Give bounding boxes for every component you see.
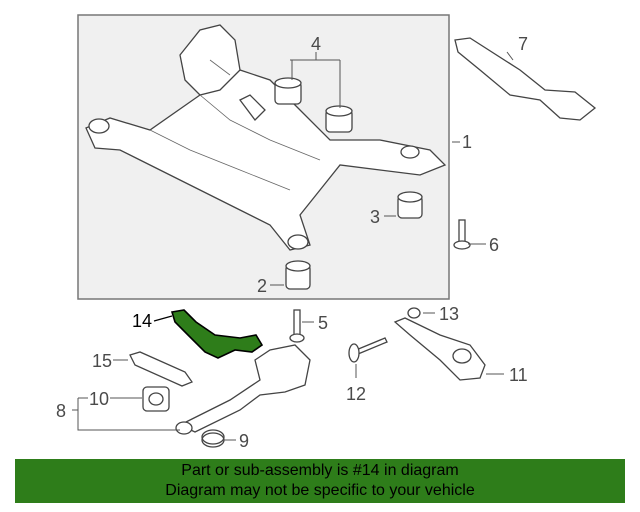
leader-lines (72, 51, 514, 441)
callout-10: 10 (89, 389, 109, 409)
callout-9: 9 (239, 431, 249, 451)
bushing-2 (285, 260, 311, 290)
banner-line-1: Part or sub-assembly is #14 in diagram (181, 462, 459, 479)
callout-6: 6 (489, 235, 499, 255)
leader-14 (153, 315, 173, 322)
bolt-5 (289, 309, 305, 343)
callout-14: 14 (132, 311, 152, 331)
knuckle-8 (178, 344, 311, 433)
link-15 (129, 351, 194, 387)
bolt-12 (348, 337, 388, 363)
bushing-4b (325, 105, 353, 133)
callout-3: 3 (370, 207, 380, 227)
washer-13 (407, 307, 421, 319)
parts-diagram: 1 2 3 4 5 6 7 8 9 10 11 12 13 14 15 (56, 14, 597, 451)
lower-arm-11 (393, 317, 486, 381)
callout-13: 13 (439, 304, 459, 324)
callout-11: 11 (509, 365, 528, 385)
info-banner: Part or sub-assembly is #14 in diagram D… (15, 459, 625, 503)
bushing-3 (397, 191, 423, 219)
banner-line-2: Diagram may not be specific to your vehi… (165, 482, 475, 499)
subframe-shading (149, 59, 321, 191)
bolt-6 (453, 219, 471, 250)
lower-arm-11-eye (452, 348, 472, 364)
ring-9 (201, 429, 225, 448)
callout-4: 4 (311, 34, 321, 54)
knuckle-8-eye (175, 421, 193, 435)
callout-5: 5 (318, 313, 328, 333)
callout-7: 7 (518, 34, 528, 54)
callout-1: 1 (462, 132, 472, 152)
upper-arm-14-highlight (170, 309, 264, 359)
callout-8: 8 (56, 401, 66, 421)
callout-15: 15 (92, 351, 112, 371)
callout-12: 12 (346, 384, 366, 404)
bracket-7 (454, 37, 597, 121)
bushing-10 (142, 386, 170, 412)
callout-2: 2 (257, 276, 267, 296)
bushing-4a (274, 77, 302, 105)
